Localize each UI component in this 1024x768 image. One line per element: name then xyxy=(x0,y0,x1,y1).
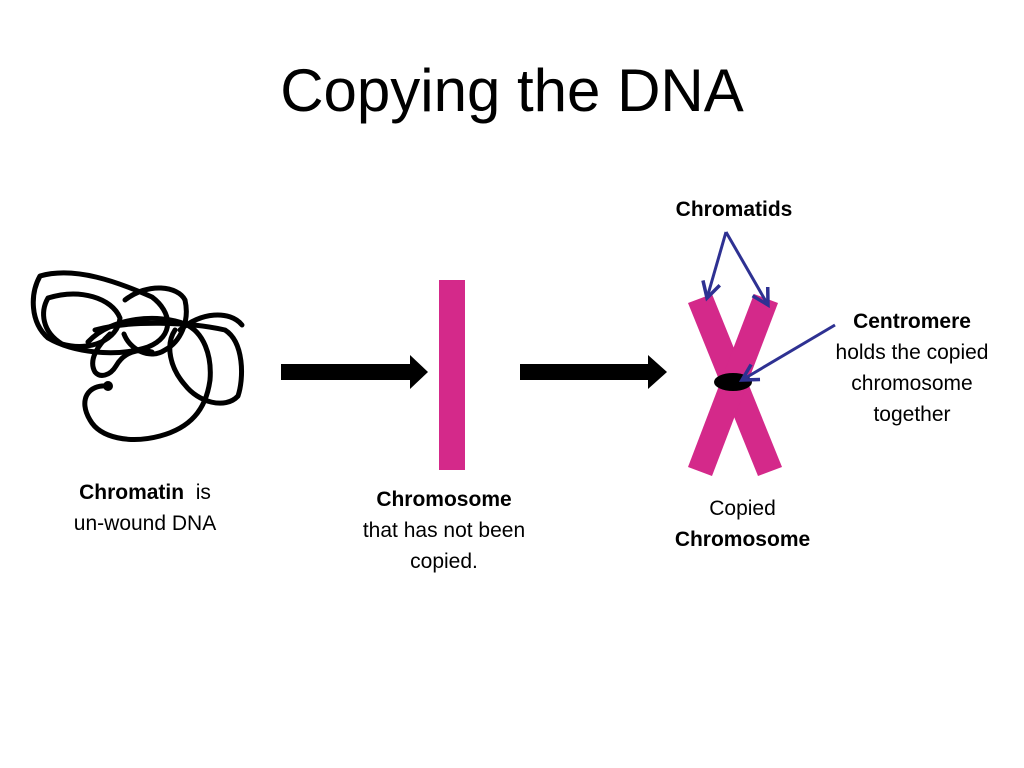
chromatin-label: Chromatin is un-wound DNA xyxy=(30,477,260,539)
copied-word: Copied xyxy=(709,497,776,520)
slide-title: Copying the DNA xyxy=(280,57,744,124)
chromatids-label: Chromatids xyxy=(675,198,793,221)
chromatin-end-dot xyxy=(103,381,113,391)
chromatin-term: Chromatin xyxy=(79,481,185,504)
chromatin-desc: un-wound DNA xyxy=(73,512,217,535)
right-arrow-icon xyxy=(520,355,667,389)
chromatin-tangle xyxy=(30,270,245,442)
chromatid-pointer-arrows xyxy=(707,231,768,305)
centromere xyxy=(714,373,752,391)
chromosome-term: Chromosome xyxy=(376,488,512,511)
chromatin-suffix: is xyxy=(195,481,211,504)
centromere-label: Centromere holds the copied chromosome t… xyxy=(812,306,1012,430)
centromere-desc-2: chromosome xyxy=(851,372,973,395)
right-arrow-icon xyxy=(281,355,428,389)
centromere-desc-1: holds the copied xyxy=(835,341,989,364)
copied-chromosome-term: Chromosome xyxy=(674,528,811,551)
chromosome-desc-2: copied. xyxy=(410,550,478,573)
unreplicated-chromosome xyxy=(439,280,465,470)
centromere-desc-3: together xyxy=(873,403,951,426)
chromosome-label: Chromosome that has not been copied. xyxy=(320,484,568,577)
centromere-pointer-arrow xyxy=(742,323,836,380)
copied-chromosome-label: Copied Chromosome xyxy=(640,493,845,555)
chromosome-desc-1: that has not been xyxy=(362,519,526,542)
centromere-term: Centromere xyxy=(853,310,971,333)
